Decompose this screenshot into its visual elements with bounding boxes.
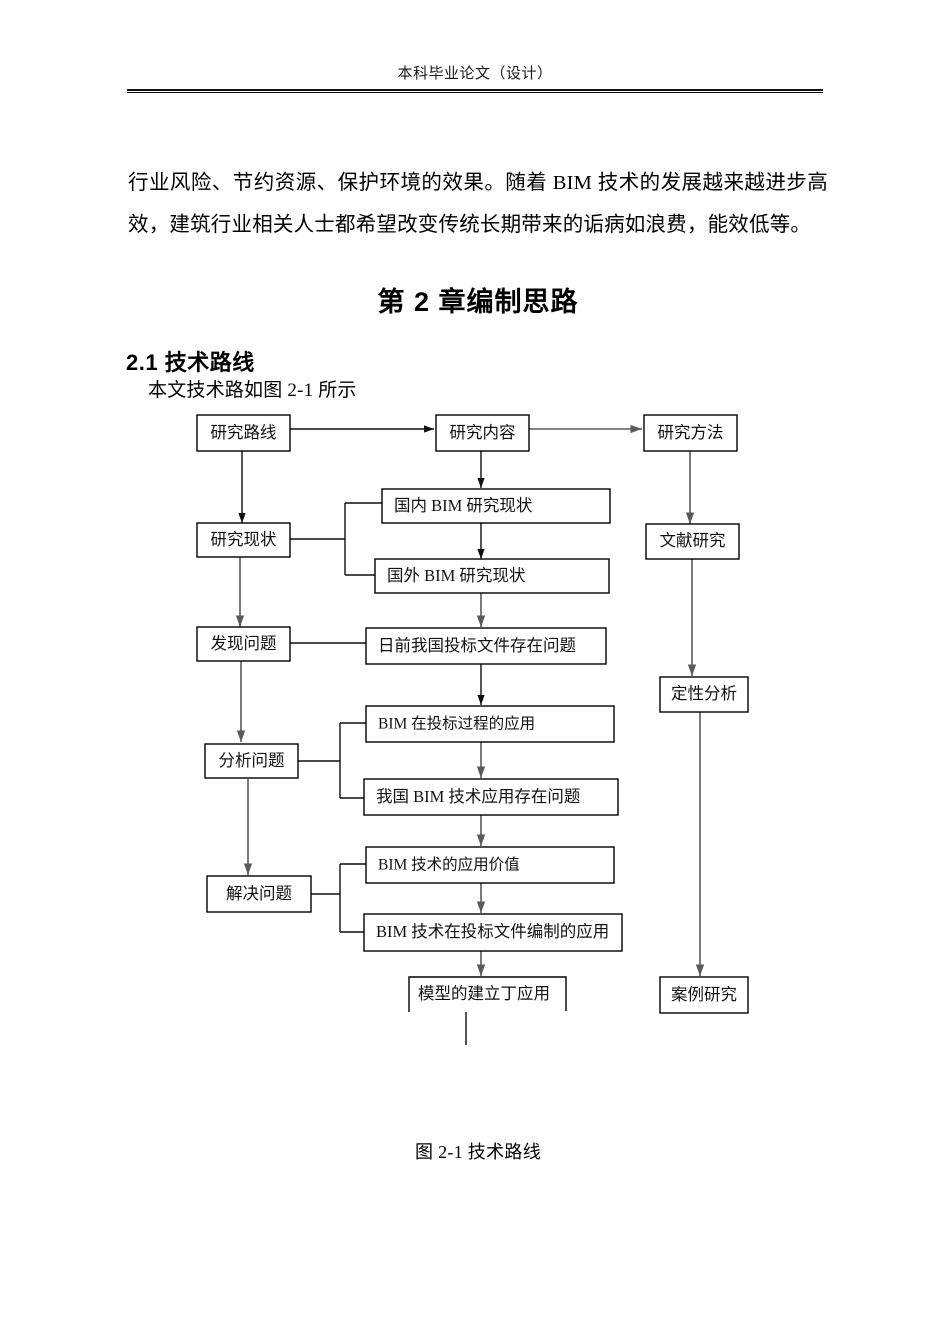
flow-node-label: 发现问题 [211, 634, 277, 653]
flow-node-label: 解决问题 [226, 884, 292, 903]
flow-node-label: 日前我国投标文件存在问题 [378, 636, 576, 655]
chapter-title: 第 2 章编制思路 [377, 287, 579, 318]
flow-node-label: 模型的建立丁应用 [418, 984, 550, 1003]
flow-node-label: 文献研究 [660, 531, 726, 550]
flow-node-research-route[interactable]: 研究路线 [196, 414, 291, 452]
flow-node-analyze-problem[interactable]: 分析问题 [204, 743, 299, 779]
figure-caption: 图 2-1 技术路线 [415, 1142, 541, 1162]
flow-node-label: 我国 BIM 技术应用存在问题 [376, 787, 580, 806]
flow-node-label: 案例研究 [671, 985, 737, 1004]
flow-node-solve-problem[interactable]: 解决问题 [206, 875, 312, 913]
flow-node-overseas-bim-status[interactable]: 国外 BIM 研究现状 [374, 558, 610, 594]
flow-node-label: BIM 技术在投标文件编制的应用 [376, 922, 609, 941]
flow-node-label: 研究路线 [211, 423, 277, 442]
page-header-text: 本科毕业论文（设计） [397, 66, 553, 82]
header-divider-thick-line [127, 89, 823, 91]
flow-node-label: 国内 BIM 研究现状 [394, 496, 533, 515]
flow-node-label: 分析问题 [219, 751, 285, 770]
flow-node-current-bid-doc-problems[interactable]: 日前我国投标文件存在问题 [365, 627, 607, 665]
flow-node-label: 研究现状 [211, 530, 278, 549]
flow-node-research-content[interactable]: 研究内容 [435, 414, 530, 452]
connector-bracket-solve-problem [311, 863, 366, 933]
flow-node-research-method[interactable]: 研究方法 [643, 414, 738, 452]
flow-node-case-research[interactable]: 案例研究 [659, 976, 749, 1014]
section-title: 2.1 技术路线 [126, 350, 255, 376]
flow-node-bim-in-bidding-process[interactable]: BIM 在投标过程的应用 [365, 705, 615, 743]
intro-paragraph: 行业风险、节约资源、保护环境的效果。随着 BIM 技术的发展越来越进步高效，建筑… [128, 172, 828, 236]
flow-node-find-problem[interactable]: 发现问题 [196, 626, 291, 662]
flow-node-literature-research[interactable]: 文献研究 [645, 523, 740, 560]
flow-node-china-bim-application-problems[interactable]: 我国 BIM 技术应用存在问题 [363, 778, 619, 816]
flow-node-bim-in-bid-doc-preparation[interactable]: BIM 技术在投标文件编制的应用 [363, 913, 623, 952]
connector-bracket-research-status [290, 502, 382, 576]
figure-lead-text: 本文技术路如图 2-1 所示 [148, 380, 357, 401]
flow-node-model-build-and-apply[interactable]: 模型的建立丁应用 [408, 976, 567, 1012]
header-divider [127, 89, 823, 94]
connector-bracket-analyze-problem [298, 722, 366, 799]
page-header: 本科毕业论文（设计） [127, 62, 823, 83]
flow-node-label: 国外 BIM 研究现状 [387, 566, 526, 585]
technical-route-flowchart: 研究路线 研究现状 发现问题 分析问题 解决问题 研究内容 国内 BIM 研究现… [0, 405, 950, 1045]
flow-node-label: BIM 在投标过程的应用 [378, 714, 535, 733]
flow-node-label: 定性分析 [671, 684, 737, 703]
flow-node-label: 研究内容 [450, 423, 516, 442]
flow-node-research-status[interactable]: 研究现状 [196, 522, 291, 558]
flow-node-bim-application-value[interactable]: BIM 技术的应用价值 [365, 846, 615, 884]
flow-node-label: 研究方法 [658, 423, 724, 442]
flow-node-label: BIM 技术的应用价值 [378, 855, 520, 874]
flow-node-domestic-bim-status[interactable]: 国内 BIM 研究现状 [381, 488, 611, 524]
header-divider-thin-line [127, 92, 823, 93]
flow-node-qualitative-analysis[interactable]: 定性分析 [659, 676, 749, 713]
